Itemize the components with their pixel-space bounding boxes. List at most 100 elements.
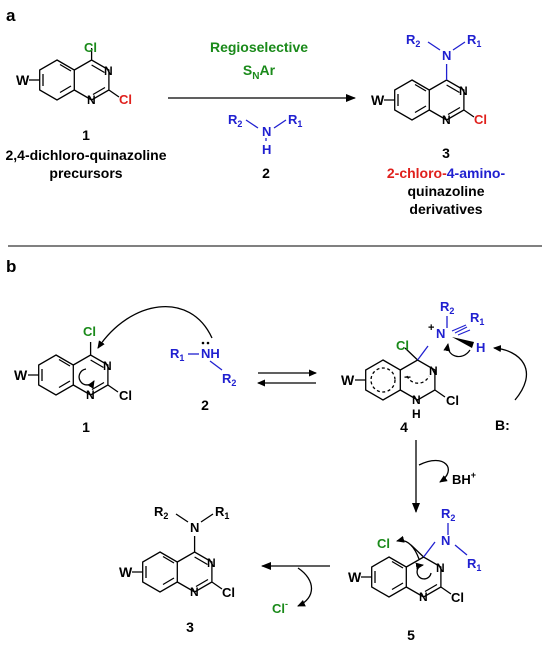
electron-arrow-nh bbox=[443, 343, 471, 358]
atom-n3: N bbox=[104, 64, 113, 78]
atom-w-b: W bbox=[14, 367, 28, 383]
atom-cl2: Cl bbox=[119, 92, 132, 107]
atom-r1-3b: R1 bbox=[215, 504, 229, 521]
atom-cl4: Cl bbox=[84, 40, 97, 55]
atom-r1-3a: R1 bbox=[467, 32, 481, 49]
atom-r1-4: R1 bbox=[470, 310, 484, 327]
atom-w-5: W bbox=[348, 569, 362, 585]
benzo-ring bbox=[39, 59, 75, 101]
atom-cl2-4: Cl bbox=[446, 393, 459, 408]
atom-w-4: W bbox=[341, 372, 355, 388]
atom-n-amino-5: N bbox=[441, 533, 450, 548]
aromatic-circle bbox=[370, 367, 396, 393]
byproduct-bh: BH+ bbox=[452, 470, 476, 487]
double-bonds bbox=[42, 63, 106, 96]
hashed-bond-n-r1 bbox=[451, 324, 471, 336]
atom-n-amino-3b: N bbox=[190, 520, 199, 535]
deprotonation-arrow bbox=[493, 345, 528, 401]
nucleophilic-attack-arrow bbox=[97, 306, 213, 349]
reaction-condition-line2: SNAr bbox=[243, 62, 276, 82]
atom-n1-3b: N bbox=[190, 585, 199, 599]
atom-n-plus-4: N bbox=[436, 326, 445, 341]
curved-electron-arrow-ring bbox=[78, 368, 95, 389]
atom-nh1-4: N bbox=[412, 393, 421, 407]
cl2-bond bbox=[108, 89, 120, 98]
atom-r1-a: R1 bbox=[288, 112, 302, 129]
atom-n3-b: N bbox=[103, 359, 112, 373]
amine-substituent-3-a bbox=[427, 41, 466, 51]
atom-cl2-3b: Cl bbox=[222, 585, 235, 600]
atom-w: W bbox=[16, 72, 30, 88]
atom-cl2-3a: Cl bbox=[474, 112, 487, 127]
intermediate-4-structure bbox=[355, 345, 446, 401]
charge-minus-4: − bbox=[404, 370, 411, 384]
atom-n3-3b: N bbox=[207, 556, 216, 570]
atom-n1-b: N bbox=[86, 388, 95, 402]
atom-r1-5: R1 bbox=[467, 556, 481, 573]
delocalized-arc bbox=[406, 375, 430, 384]
atom-cl4-b: Cl bbox=[83, 324, 96, 339]
intermediate-5-structure bbox=[361, 535, 452, 598]
panel-a-label: a bbox=[6, 6, 16, 25]
cl-leaving-arrow bbox=[396, 535, 420, 560]
atom-r1-b: R1 bbox=[170, 346, 184, 363]
atom-cl-5: Cl bbox=[377, 536, 390, 551]
compound-3-number-b: 3 bbox=[186, 619, 194, 635]
atom-n-amine-a: N bbox=[262, 124, 271, 139]
compound-1-structure-b bbox=[28, 342, 119, 396]
atom-r2-a: R2 bbox=[228, 112, 242, 129]
compound-3-structure-a bbox=[384, 64, 475, 121]
atom-n3-3a: N bbox=[459, 84, 468, 98]
atom-w-3b: W bbox=[119, 564, 133, 580]
atom-h1-4: H bbox=[412, 407, 421, 421]
atom-r2-3b: R2 bbox=[154, 504, 168, 521]
atom-n1-3a: N bbox=[442, 113, 451, 127]
atom-nh-b: NH bbox=[201, 346, 220, 361]
compound-4-number: 4 bbox=[400, 419, 408, 435]
atom-h-amine-a: H bbox=[262, 142, 271, 157]
atom-r2-4: R2 bbox=[440, 299, 454, 316]
compound-3-name-line2: quinazoline bbox=[408, 183, 485, 199]
atom-n1-5: N bbox=[419, 590, 428, 604]
compound-2-number-b: 2 bbox=[201, 397, 209, 413]
atom-n-amino-3a: N bbox=[442, 48, 451, 63]
reaction-condition-line1: Regioselective bbox=[210, 39, 308, 55]
bond-n-r1-5 bbox=[454, 544, 468, 556]
atom-cl2-5: Cl bbox=[451, 590, 464, 605]
leaving-group-cl: Cl- bbox=[272, 599, 288, 616]
compound-1-number-b: 1 bbox=[82, 419, 90, 435]
atom-n3-5: N bbox=[436, 561, 445, 575]
amine-2-structure-a bbox=[245, 119, 287, 141]
wedge-bond-n-h bbox=[452, 337, 474, 348]
amine-bonds-3b bbox=[175, 513, 214, 523]
curved-electron-arrow-5 bbox=[415, 562, 432, 580]
compound-3-name-line1: 2-chloro-4-amino- bbox=[387, 165, 506, 181]
compound-1-number: 1 bbox=[82, 127, 90, 143]
lone-pair-dot-2 bbox=[206, 341, 210, 345]
compound-5-number: 5 bbox=[407, 627, 415, 643]
atom-w-3a: W bbox=[371, 92, 385, 108]
atom-cl-4: Cl bbox=[396, 338, 409, 353]
atom-r2-5: R2 bbox=[441, 506, 455, 523]
bh-release-arrow bbox=[418, 459, 449, 483]
base-b: B: bbox=[495, 417, 510, 433]
lone-pair-dot-1 bbox=[201, 341, 205, 345]
compound-3-name-line3: derivatives bbox=[409, 201, 482, 217]
compound-1-name-line2: precursors bbox=[49, 165, 122, 181]
panel-b-label: b bbox=[6, 257, 16, 276]
atom-r2-3a: R2 bbox=[406, 32, 420, 49]
atom-cl2-b: Cl bbox=[119, 388, 132, 403]
bond-nh-r2 bbox=[209, 360, 223, 371]
compound-3-structure-b bbox=[132, 536, 223, 593]
atom-h-4: H bbox=[476, 340, 485, 355]
charge-plus-4: + bbox=[428, 322, 434, 334]
atom-n1: N bbox=[87, 93, 96, 107]
compound-1-structure-a bbox=[29, 48, 120, 101]
cl-release-arrow bbox=[297, 567, 313, 607]
atom-r2-b: R2 bbox=[222, 371, 236, 388]
compound-3-number-a: 3 bbox=[442, 145, 450, 161]
compound-2-number-a: 2 bbox=[262, 165, 270, 181]
pyrimidine-ring bbox=[73, 59, 110, 101]
atom-n3-4: N bbox=[429, 364, 438, 378]
